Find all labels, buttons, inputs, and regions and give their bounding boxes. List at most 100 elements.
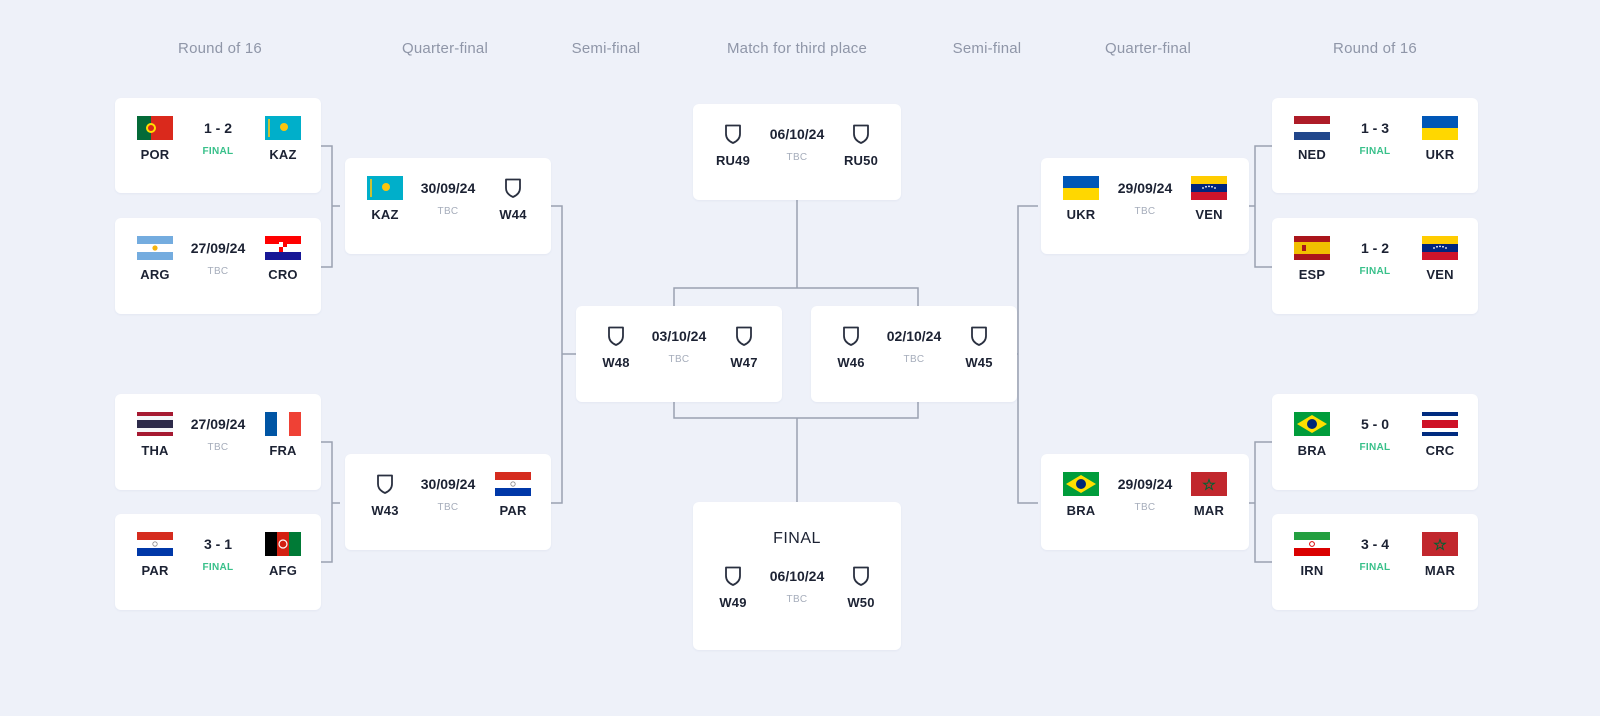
match-status: FINAL xyxy=(1359,562,1391,573)
ukraine-flag xyxy=(1063,176,1099,200)
home-team: W48 xyxy=(586,324,646,370)
home-team: IRN xyxy=(1282,532,1342,578)
home-team: W46 xyxy=(821,324,881,370)
paraguay-flag xyxy=(495,472,531,496)
home-team: BRA xyxy=(1051,472,1111,518)
match-date: 06/10/24 xyxy=(769,126,825,142)
team-code: VEN xyxy=(1426,267,1454,282)
match-date: 03/10/24 xyxy=(651,328,707,344)
header-left-semi-final: Semi-final xyxy=(571,40,641,57)
match-status: TBC xyxy=(903,354,925,365)
venezuela-flag xyxy=(1191,176,1227,200)
match-date: 06/10/24 xyxy=(769,568,825,584)
paraguay-flag xyxy=(137,532,173,556)
connector-third xyxy=(673,200,919,308)
away-team: MAR xyxy=(1179,472,1239,518)
match-status: TBC xyxy=(1134,502,1156,513)
team-code: VEN xyxy=(1195,207,1223,222)
team-code: RU50 xyxy=(843,153,879,168)
connector-left-r16-bottom xyxy=(315,441,340,563)
away-team: W44 xyxy=(483,176,543,222)
team-code: W47 xyxy=(730,355,758,370)
team-code: MAR xyxy=(1424,563,1456,578)
match-status: FINAL xyxy=(1359,442,1391,453)
match-status: TBC xyxy=(207,266,229,277)
header-left-quarter-final: Quarter-final xyxy=(402,40,488,57)
team-code: CRC xyxy=(1425,443,1455,458)
team-code: BRA xyxy=(1066,503,1096,518)
team-code: BRA xyxy=(1297,443,1327,458)
kazakhstan-flag xyxy=(265,116,301,140)
away-team: RU50 xyxy=(831,122,891,168)
team-code: W44 xyxy=(499,207,527,222)
header-right-round-of-16: Round of 16 xyxy=(1333,40,1417,57)
home-team: THA xyxy=(125,412,185,458)
team-code: UKR xyxy=(1066,207,1096,222)
iran-flag xyxy=(1294,532,1330,556)
match-status: FINAL xyxy=(1359,146,1391,157)
home-team: POR xyxy=(125,116,185,162)
team-code: W43 xyxy=(371,503,399,518)
away-team: AFG xyxy=(253,532,313,578)
shield-icon xyxy=(723,122,743,146)
team-code: KAZ xyxy=(269,147,297,162)
argentina-flag xyxy=(137,236,173,260)
away-team: W47 xyxy=(714,324,774,370)
team-code: W50 xyxy=(847,595,875,610)
brazil-flag xyxy=(1294,412,1330,436)
match-status: TBC xyxy=(1134,206,1156,217)
match-date: 27/09/24 xyxy=(190,416,246,432)
home-team: W43 xyxy=(355,472,415,518)
morocco-flag xyxy=(1191,472,1227,496)
match-score: 3 - 1 xyxy=(203,536,232,552)
match-score: 1 - 2 xyxy=(1360,240,1389,256)
team-code: W49 xyxy=(719,595,747,610)
home-team: UKR xyxy=(1051,176,1111,222)
shield-icon xyxy=(503,176,523,200)
header-third-place: Match for third place xyxy=(726,40,868,57)
connector-left-qf xyxy=(540,205,576,504)
connector-final xyxy=(673,401,919,505)
team-code: MAR xyxy=(1193,503,1225,518)
team-code: W46 xyxy=(837,355,865,370)
team-code: FRA xyxy=(269,443,297,458)
shield-icon xyxy=(841,324,861,348)
spain-flag xyxy=(1294,236,1330,260)
away-team: W50 xyxy=(831,564,891,610)
away-team: CRC xyxy=(1410,412,1470,458)
france-flag xyxy=(265,412,301,436)
home-team: ARG xyxy=(125,236,185,282)
afghanistan-flag xyxy=(265,532,301,556)
match-date: 02/10/24 xyxy=(886,328,942,344)
match-status: TBC xyxy=(437,502,459,513)
match-status: TBC xyxy=(668,354,690,365)
connector-right-r16-bottom xyxy=(1249,441,1272,563)
